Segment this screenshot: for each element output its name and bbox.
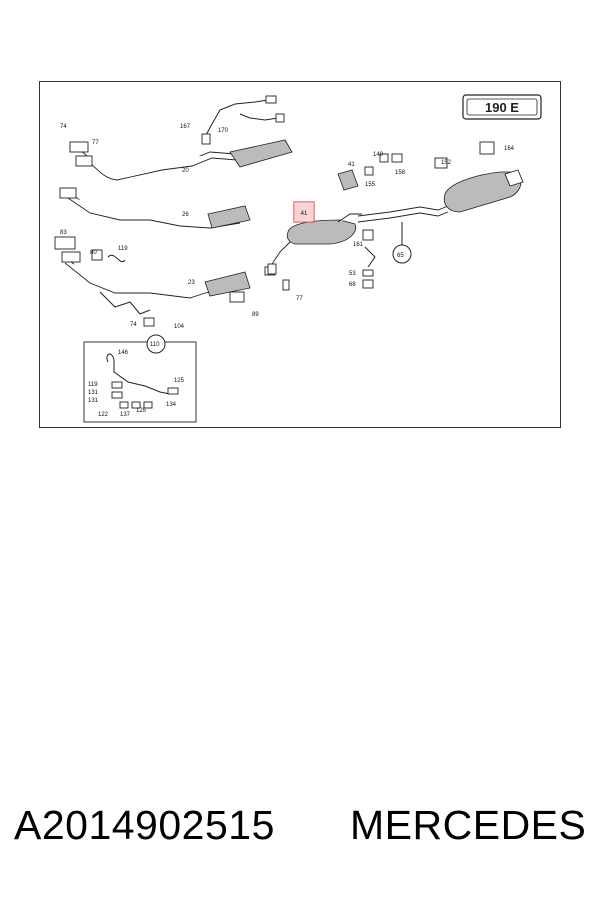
callout-label: 104 [174, 324, 185, 330]
front-pipe-26 [59, 187, 251, 229]
callout-label: 53 [349, 271, 356, 277]
front-pipe-20 [69, 139, 293, 181]
callout-label: 74 [130, 322, 137, 328]
callout-label: 161 [353, 242, 364, 248]
exhaust-diagram: 190 E [39, 81, 561, 428]
highlight-label: 41 [301, 211, 308, 217]
callout-label: 74 [60, 124, 67, 130]
part-number: A2014902515 [14, 802, 275, 848]
callout-label: 77 [92, 140, 99, 146]
callout-label: 68 [349, 282, 356, 288]
model-badge: 190 E [462, 94, 542, 120]
callout-label: 152 [441, 160, 452, 166]
hanger-assembly [337, 153, 403, 191]
callout-label: 20 [182, 168, 189, 174]
callout-label: 164 [504, 146, 515, 152]
callout-label: 167 [180, 124, 191, 130]
callout-label: 122 [98, 412, 109, 418]
brand-name: MERCEDES [350, 802, 587, 848]
callout-label: 131 [88, 398, 99, 404]
exhaust-diagram-drawing: 190 E [54, 94, 542, 423]
callout-label: 65 [397, 253, 404, 259]
callout-label: 146 [118, 350, 129, 356]
center-muffler-41: 41 [267, 201, 362, 275]
callout-label: 77 [296, 296, 303, 302]
callout-label: 110 [150, 342, 160, 348]
callout-label: 119 [88, 382, 98, 388]
callout-label: 41 [348, 162, 355, 168]
oxygen-sensor [201, 95, 285, 145]
callout-label: 131 [88, 390, 99, 396]
product-footer: A2014902515 MERCEDES [0, 802, 600, 862]
front-pipe-23 [54, 236, 251, 303]
callout-label: 26 [182, 212, 189, 218]
rear-bracket [362, 222, 412, 289]
callout-label: 83 [60, 230, 67, 236]
callout-label: 125 [174, 378, 185, 384]
callout-label: 119 [118, 246, 128, 252]
callout-label: 170 [218, 128, 229, 134]
callout-label: 23 [188, 280, 195, 286]
callout-labels: 74 77 167 170 20 26 83 80 119 23 89 77 7… [60, 124, 515, 418]
callout-label: 134 [166, 402, 177, 408]
callout-label: 155 [365, 182, 376, 188]
detail-box [83, 334, 197, 423]
callout-label: 149 [373, 152, 384, 158]
callout-label: 89 [252, 312, 259, 318]
callout-label: 137 [120, 412, 131, 418]
callout-label: 80 [90, 250, 97, 256]
rear-muffler [357, 141, 524, 223]
model-badge-text: 190 E [485, 100, 519, 115]
callout-label: 125 [136, 408, 147, 414]
callout-label: 158 [395, 170, 406, 176]
